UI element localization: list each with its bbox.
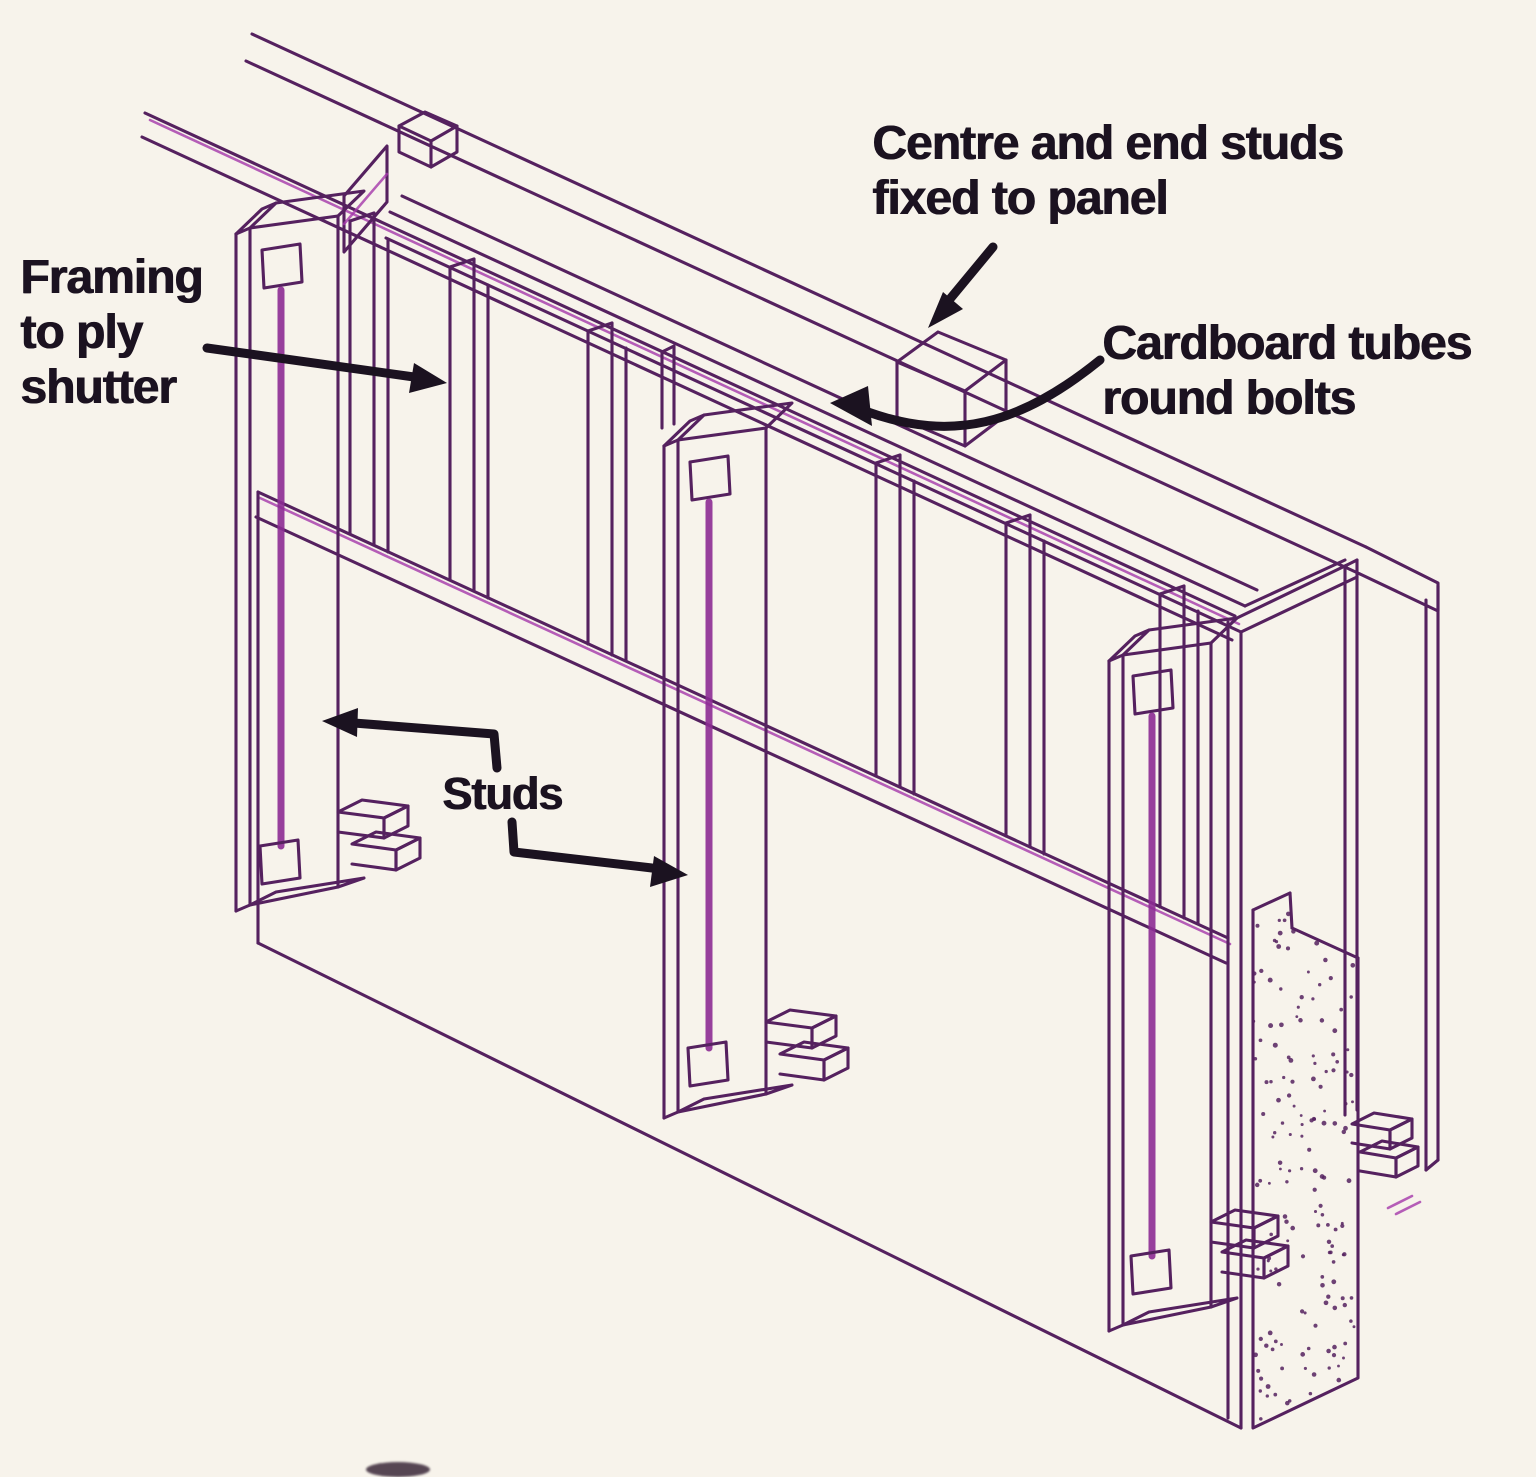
arrow-cardboard-tubes (830, 355, 1105, 431)
panel-stile (448, 257, 490, 600)
panel-stile (348, 211, 390, 554)
concrete-column (1251, 891, 1360, 1430)
label-cardboard-tubes: Cardboard tubes round bolts (1102, 316, 1472, 426)
panel-stile (1158, 584, 1200, 926)
label-framing-to-ply-shutter: Framing to ply shutter (20, 250, 203, 415)
arrow-centre-end-studs (928, 242, 998, 328)
label-line: fixed to panel (872, 172, 1168, 225)
label-line: Framing (20, 251, 203, 304)
centre-stud (662, 401, 850, 1120)
label-line: round bolts (1102, 372, 1356, 425)
label-centre-end-studs: Centre and end studs fixed to panel (872, 116, 1344, 226)
panel-stile (1004, 513, 1046, 856)
end-stud (1107, 563, 1349, 1333)
panel-stile (586, 321, 628, 663)
plywood-face (256, 490, 1243, 1430)
label-line: shutter (20, 361, 177, 414)
arrow-studs-right (507, 817, 688, 887)
centre-stud-cleat (764, 1008, 850, 1082)
label-line: Cardboard tubes (1102, 317, 1472, 370)
label-studs: Studs (442, 766, 563, 821)
panel-stile (874, 453, 916, 796)
concrete-stipple-dots (1252, 911, 1356, 1421)
arrow-studs-left (322, 708, 502, 773)
left-stud-cleat (336, 798, 422, 872)
far-shutter-cleat (1350, 1111, 1420, 1179)
end-stud-block-on-waling (397, 110, 459, 169)
form-top-edges (1239, 558, 1359, 634)
panel-framing (254, 194, 1259, 965)
label-line: to ply (20, 306, 143, 359)
arrow-framing (202, 343, 447, 393)
scan-smudge (366, 1462, 430, 1477)
left-stud (234, 189, 422, 913)
stud-tab-centre (660, 344, 676, 430)
label-line: Studs (442, 768, 563, 819)
label-line: Centre and end studs (872, 117, 1344, 170)
